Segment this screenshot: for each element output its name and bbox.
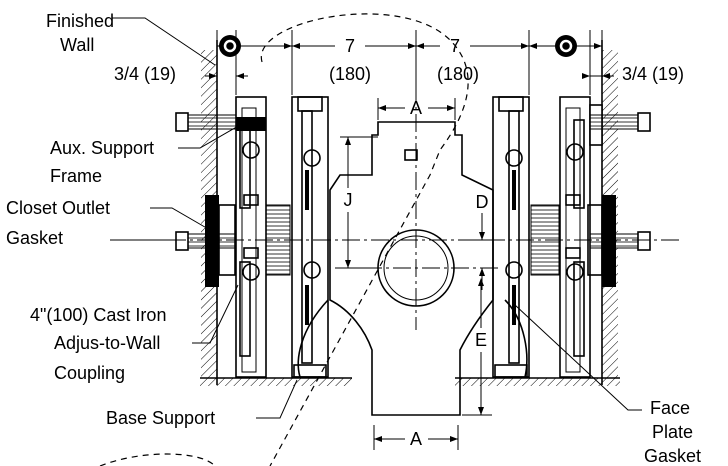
dim-a-bottom-label: A [410, 429, 422, 449]
dim-a-top-lines [377, 98, 456, 120]
finished-wall-label-1: Finished [46, 11, 114, 31]
dim-e-lines [462, 278, 492, 416]
floor-line [200, 377, 620, 386]
dim-7-left-label: 7 [345, 36, 355, 56]
aux-support-label-1: Aux. Support [50, 138, 154, 158]
dim-a-bottom-lines [373, 425, 459, 450]
badge-c-left-label: C [224, 39, 236, 56]
badge-c-left [219, 35, 241, 57]
dim-a-top-label: A [410, 98, 422, 118]
closet-outlet-label-2: Gasket [6, 228, 63, 248]
face-plate-label-3: Gasket [644, 446, 701, 466]
right-base-support [492, 96, 530, 378]
dim-e-label: E [475, 330, 487, 350]
base-support-label: Base Support [106, 408, 215, 428]
left-threaded-rod-mid [175, 231, 237, 251]
left-threaded-rod-top [175, 112, 237, 132]
leader-lines [110, 17, 642, 419]
finished-wall-label-2: Wall [60, 35, 94, 55]
aux-support-label-2: Frame [50, 166, 102, 186]
left-base-support [291, 96, 329, 378]
dashed-outline [99, 13, 469, 466]
right-threaded-rod-mid [589, 231, 651, 251]
dim-180-right-label: (180) [437, 64, 479, 84]
closet-outlet-label-1: Closet Outlet [6, 198, 110, 218]
badge-c-right [555, 35, 577, 57]
coupling-label-1: 4"(100) Cast Iron [30, 305, 166, 325]
dim-d-lines [470, 213, 492, 290]
coupling-label-2: Adjus-to-Wall [54, 333, 160, 353]
right-threaded-rod-top [589, 112, 651, 132]
left-aux-support-frame [235, 96, 267, 378]
center-lines [110, 85, 680, 330]
dim-right-small-label: 3/4 (19) [622, 64, 684, 84]
dim-180-left-label: (180) [329, 64, 371, 84]
top-dimension-lines [205, 30, 614, 95]
dim-j-label: J [344, 190, 353, 210]
dim-7-right-label: 7 [450, 36, 460, 56]
coupling-label-3: Coupling [54, 363, 125, 383]
dim-left-small-label: 3/4 (19) [114, 64, 176, 84]
dim-d-label: D [476, 192, 489, 212]
face-plate-label-1: Face [650, 398, 690, 418]
dim-j-lines [340, 136, 378, 269]
face-plate-label-2: Plate [652, 422, 693, 442]
